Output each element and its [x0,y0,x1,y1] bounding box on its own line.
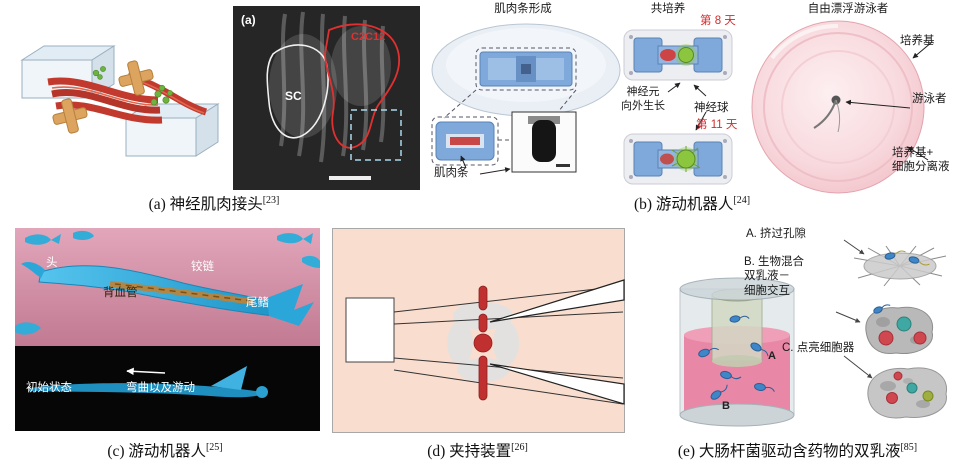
cross-connectors [52,60,154,134]
sc-outline [266,44,329,139]
micrograph-image: (a) SC C2C12 [233,6,420,190]
caption-c-ref: [25] [205,442,223,453]
beaker-b-label: B [722,400,730,412]
muscle-formation-illustration [431,23,621,175]
caption-b-text: (b) 游动机器人 [633,196,734,214]
bacteria-swimmers [698,315,775,400]
inner-vessel [711,288,763,367]
c2c12-outline [324,23,401,149]
coculture-device-day8 [623,29,733,81]
emulsion-label-c: C. 点亮细胞器 [782,342,855,354]
caption-d-text: (d) 夹持装置 [427,443,512,461]
panel-c: 头 铰链 背血管 尾鳍 初始状态 弯曲以及游动 (c) 游动机器人[25] [0,225,330,471]
fish-robot-photo-top [15,228,320,346]
day11-label: 第 11 天 [696,119,738,131]
emulsion-label-a: A. 挤过孔隙 [746,228,807,240]
head-label: 头 [46,257,58,269]
swimmer-dish-illustration [751,20,933,194]
dashed-inset-box [350,109,402,161]
motion-arrow [126,367,166,376]
caption-b: (b) 游动机器人[24] [428,194,956,215]
neurosphere-ball [678,47,694,63]
swimmer-icon [813,95,841,133]
mount-block [345,297,395,363]
caption-d-ref: [26] [511,442,528,453]
neurosphere-ball [676,149,696,169]
emulsion-detail-illustrations [835,239,948,419]
dorsal-vessel-band [109,281,254,305]
muscle-tissue [660,153,674,165]
gripper-diagram [332,228,625,433]
small-fish-shapes [15,230,320,335]
device-in-dish [475,47,577,91]
gripper-tissue [473,285,493,401]
small-device [431,116,499,166]
muscle-strip-label: 肌肉条 [434,167,469,179]
initial-state-label: 初始状态 [26,382,72,394]
day8-label: 第 8 天 [700,15,736,27]
panel-a: (a) SC C2C12 (a) 神经肌肉接头[23] [0,0,428,225]
panel-e: A B [630,225,971,471]
panel-d: (d) 夹持装置[26] [330,225,630,471]
sc-label: SC [285,89,302,103]
bend-swim-label: 弯曲以及游动 [126,382,195,394]
cell-clusters [92,66,173,106]
muscle-formation-title: 肌肉条形成 [494,3,552,15]
dorsal-vessel-label: 背血管 [103,287,138,299]
caption-a-text: (a) 神经肌肉接头 [148,196,263,214]
coculture-device-day11 [623,133,733,185]
neuron-outgrowth-label: 神经元 向外生长 [621,86,665,112]
neurosphere-label: 神经球 [694,102,729,114]
panel-b: 肌肉条形成 [428,0,971,225]
coculture-annotation-arrows [667,82,707,131]
caption-c-text: (c) 游动机器人 [107,443,206,461]
swimmer-title: 自由漂浮游泳者 [807,3,889,15]
caption-b-ref: [24] [733,195,751,206]
micrograph-tag: (a) [241,13,256,27]
pore-disc [853,245,947,287]
caption-a: (a) 神经肌肉接头[23] [0,194,428,215]
coculture-title: 共培养 [650,3,686,15]
scale-bar [329,176,371,180]
organelle-blob [867,367,948,419]
tissue-highlights [269,26,391,138]
tail-fin-label: 尾鳍 [246,297,269,309]
culture-medium-label: 培养基 [900,35,935,47]
fish-robot-photo-bottom [15,346,320,431]
hinge-label: 铰链 [191,261,214,273]
cell-interaction-blob [865,304,934,355]
beaker-a-label: A [768,350,776,362]
caption-e-ref: [85] [900,442,918,453]
swimmer-label: 游泳者 [912,93,947,105]
medium-separation-label: 培养基+ 细胞分离液 [892,147,950,174]
caption-e-text: (e) 大肠杆菌驱动含药物的双乳液 [677,443,901,461]
caption-c: (c) 游动机器人[25] [0,441,330,462]
needle-probes [489,279,625,405]
tissue-striations [279,11,386,163]
muscle-tissue [660,49,676,61]
caption-e: (e) 大肠杆菌驱动含药物的双乳液[85] [630,441,965,462]
muscle-junction-illustration [20,45,220,157]
fish-skeleton [29,366,268,398]
muscle-strip-inset [511,111,577,173]
caption-a-ref: [23] [262,195,280,206]
c2c12-label: C2C12 [351,31,385,43]
emulsion-label-b: B. 生物混合 双乳液－ 细胞交互 [744,256,805,297]
caption-d: (d) 夹持装置[26] [330,441,625,462]
beaker-illustration: A B [679,277,795,427]
